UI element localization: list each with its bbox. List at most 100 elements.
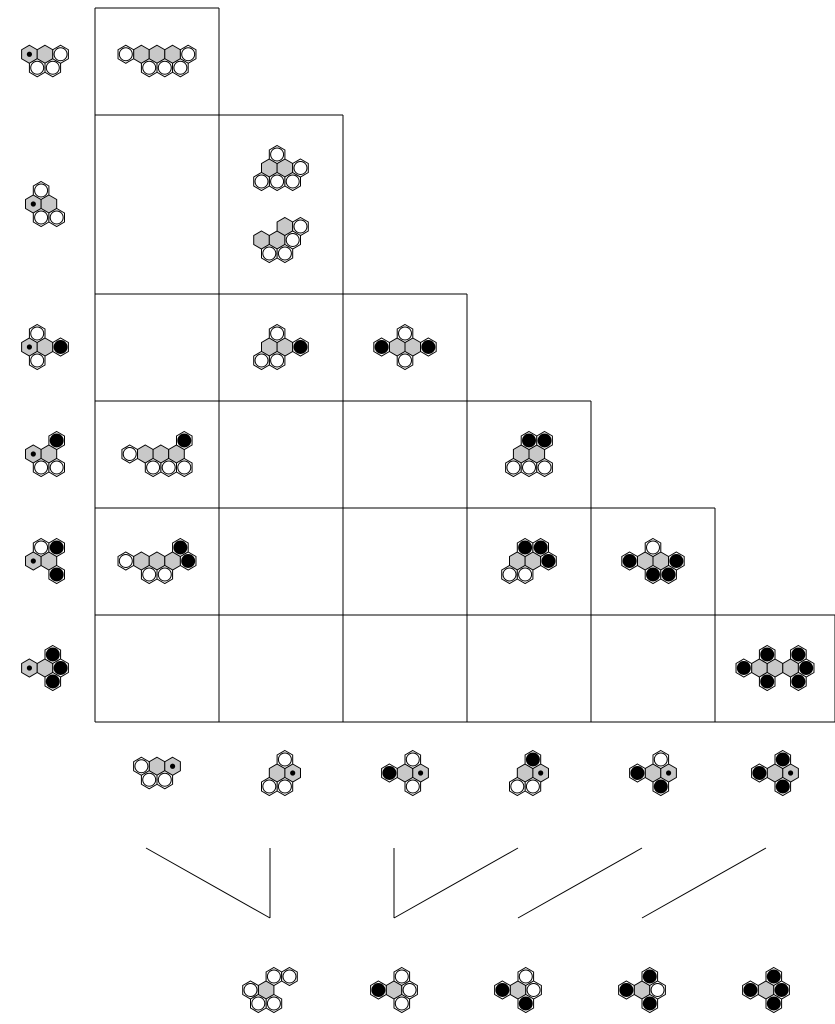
open-circle-icon <box>134 759 149 774</box>
black-ring-cell <box>175 430 193 451</box>
white-ring-cell <box>292 216 309 237</box>
open-circle-icon <box>34 210 49 225</box>
white-ring-cell <box>536 457 553 478</box>
table-cell-molecule <box>117 44 197 78</box>
dot-marker-icon <box>30 201 36 207</box>
filled-circle-icon <box>541 554 556 568</box>
white-ring-cell <box>396 323 414 344</box>
open-circle-icon <box>45 60 60 75</box>
column-header-molecule <box>509 749 549 797</box>
open-circle-icon <box>293 219 308 234</box>
merge-connector-lines <box>145 847 767 919</box>
filled-circle-icon <box>760 674 775 689</box>
open-circle-icon <box>506 460 521 475</box>
white-ring-cell <box>261 776 278 797</box>
white-ring-cell <box>268 350 286 371</box>
filled-circle-icon <box>518 996 533 1011</box>
black-ring-cell <box>758 644 776 665</box>
black-ring-cell <box>618 980 635 1000</box>
white-ring-cell <box>281 966 298 987</box>
column-header-molecule <box>261 749 301 797</box>
filled-circle-icon <box>736 661 751 675</box>
black-ring-cell <box>48 564 65 585</box>
black-ring-cell <box>774 776 792 797</box>
dot-marker-icon <box>538 770 544 776</box>
white-ring-cell <box>516 564 534 585</box>
white-ring-cell <box>140 564 158 585</box>
black-ring-cell <box>172 537 189 558</box>
white-ring-cell <box>156 58 174 78</box>
dot-marker-icon <box>30 451 36 457</box>
staircase-table-frame <box>94 7 835 723</box>
black-ring-cell <box>370 980 387 1000</box>
black-ring-cell <box>532 537 549 558</box>
white-ring-cell <box>265 966 283 987</box>
open-circle-icon <box>30 353 45 368</box>
filled-circle-icon <box>766 996 781 1011</box>
filled-circle-icon <box>49 540 64 555</box>
white-ring-cell <box>133 756 150 776</box>
column-header-molecule <box>381 749 429 797</box>
filled-circle-icon <box>533 540 548 555</box>
black-ring-cell <box>644 564 662 585</box>
open-circle-icon <box>122 447 137 461</box>
filled-circle-icon <box>173 540 188 555</box>
black-ring-cell <box>540 551 557 571</box>
white-ring-cell <box>649 980 666 1000</box>
white-ring-cell <box>117 551 135 571</box>
open-circle-icon <box>254 353 269 368</box>
black-ring-cell <box>494 980 511 1000</box>
open-circle-icon <box>525 779 540 794</box>
filled-circle-icon <box>45 647 60 662</box>
open-circle-icon <box>502 567 517 582</box>
white-ring-cell <box>401 980 418 1000</box>
white-ring-cell <box>292 158 309 178</box>
black-ring-cell <box>790 644 807 665</box>
black-ring-cell <box>773 980 790 1000</box>
filled-circle-icon <box>752 766 767 780</box>
white-ring-cell <box>175 457 193 478</box>
result-molecule <box>370 966 418 1014</box>
open-circle-icon <box>266 969 281 984</box>
black-ring-cell <box>641 966 659 987</box>
white-ring-cell <box>276 776 294 797</box>
filled-circle-icon <box>177 433 192 448</box>
white-ring-cell <box>121 444 139 464</box>
open-circle-icon <box>262 779 277 794</box>
open-circle-icon <box>293 161 308 175</box>
white-ring-cell <box>505 457 522 478</box>
black-ring-cell <box>420 337 437 357</box>
open-circle-icon <box>398 353 412 368</box>
open-circle-icon <box>277 246 292 261</box>
white-ring-cell <box>28 58 46 78</box>
open-circle-icon <box>518 969 533 984</box>
white-ring-cell <box>52 44 69 64</box>
filled-circle-icon <box>525 752 540 767</box>
white-ring-cell <box>644 537 662 558</box>
white-ring-cell <box>253 350 270 371</box>
black-ring-cell <box>641 993 659 1014</box>
white-ring-cell <box>284 171 301 192</box>
black-ring-cell <box>668 551 685 571</box>
white-ring-cell <box>140 770 158 790</box>
open-circle-icon <box>266 996 281 1011</box>
open-circle-icon <box>270 353 285 368</box>
table-cell-molecule <box>621 537 685 585</box>
black-ring-cell <box>765 966 783 987</box>
black-ring-cell <box>52 337 69 357</box>
open-circle-icon <box>146 460 161 475</box>
filled-circle-icon <box>642 969 657 984</box>
open-circle-icon <box>181 47 196 62</box>
open-circle-icon <box>251 996 266 1011</box>
open-circle-icon <box>34 183 49 198</box>
filled-circle-icon <box>630 766 645 780</box>
white-ring-cell <box>117 44 135 64</box>
dot-marker-icon <box>26 344 33 350</box>
filled-circle-icon <box>53 661 68 675</box>
connector-line <box>145 847 271 919</box>
filled-circle-icon <box>622 554 637 568</box>
filled-circle-icon <box>49 567 64 582</box>
open-circle-icon <box>161 460 176 475</box>
gray-hex-cell <box>21 658 38 678</box>
white-ring-cell <box>172 58 189 78</box>
